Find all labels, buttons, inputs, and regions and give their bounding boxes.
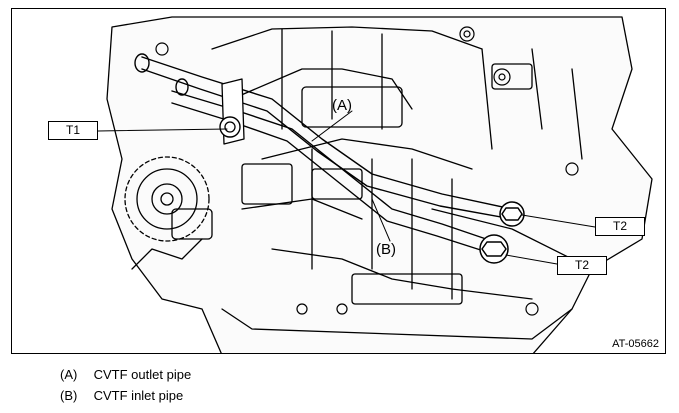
- legend-text: CVTF outlet pipe: [93, 367, 192, 382]
- legend-item-b: (B) CVTF inlet pipe: [60, 388, 183, 403]
- case-window-3: [311, 168, 363, 200]
- legend-key: (A): [60, 367, 78, 382]
- union-bolt-lower: [479, 234, 509, 264]
- oil-pan-edge: [221, 308, 573, 340]
- t2-upper-callout: T2: [595, 217, 645, 236]
- case-window-1: [301, 86, 403, 128]
- left-gear: [124, 156, 213, 270]
- right-connector: [491, 63, 533, 90]
- legend-text: CVTF inlet pipe: [93, 388, 184, 403]
- t2-lower-callout: T2: [557, 256, 607, 275]
- case-window-2: [241, 163, 293, 205]
- leader-lines: [97, 110, 596, 265]
- case-panels: [281, 28, 583, 300]
- pipe-a-label: (A): [332, 97, 352, 114]
- legend-item-a: (A) CVTF outlet pipe: [60, 367, 191, 382]
- case-window-4: [351, 273, 463, 305]
- union-bolt-upper: [499, 201, 525, 227]
- outlet-pipe-a: [134, 53, 513, 220]
- case-bolts: [155, 26, 579, 316]
- pipe-b-label: (B): [376, 241, 396, 258]
- transmission-drawing: [97, 16, 653, 353]
- t1-callout: T1: [48, 121, 98, 140]
- clamp-bolt: [219, 116, 241, 138]
- diagram-frame: T1 T2 T2 (A) (B) AT-05662: [11, 8, 666, 354]
- figure-code: AT-05662: [612, 338, 659, 350]
- legend-key: (B): [60, 388, 78, 403]
